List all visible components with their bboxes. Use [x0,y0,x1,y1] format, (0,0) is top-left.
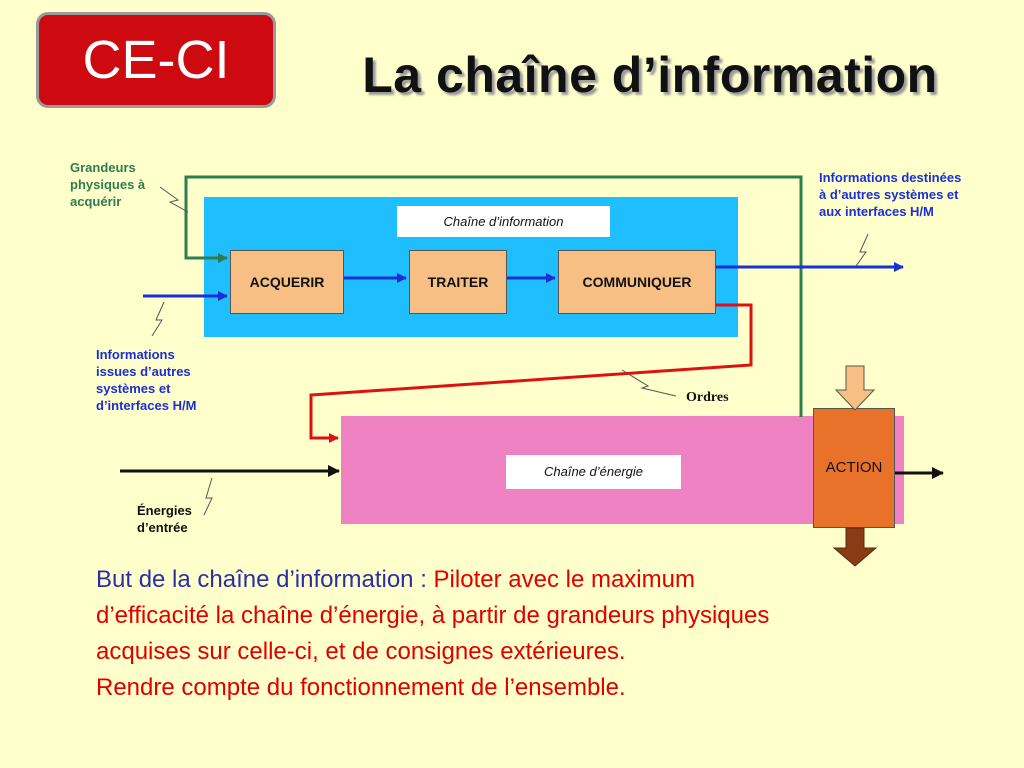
description-line-4: Rendre compte du fonctionnement de l’ens… [96,674,626,701]
energy-chain-caption: Chaîne d’énergie [506,455,681,489]
acquerir-block: ACQUERIR [230,250,344,314]
lightning-icon [159,186,189,213]
feedback-loop-line [184,175,803,417]
outgoing-info-label: Informations destinées à d’autres systèm… [819,170,962,219]
page-title: La chaîne d’information [362,47,938,103]
lightning-icon [621,369,677,397]
communiquer-block: COMMUNIQUER [558,250,716,314]
orders-line [309,303,753,443]
action-energy-output-arrow [832,527,878,567]
lightning-icon [855,233,869,267]
orders-label: Ordres [686,390,729,405]
section-badge: CE-CI [36,12,276,108]
action-input-arrow [834,365,876,411]
lightning-icon [203,477,213,516]
external-info-label: Informations issues d’autres systèmes et… [96,347,197,413]
physical-quantities-label: Grandeurs physiques à acquérir [70,160,146,209]
description-intro: But de la chaîne d’information : [96,566,434,593]
information-chain-caption: Chaîne d’information [397,206,610,237]
description-line-2: d’efficacité la chaîne d’énergie, à part… [96,602,770,629]
traiter-block: TRAITER [409,250,507,314]
description-text: But de la chaîne d’information : Piloter… [96,562,996,706]
description-line-3: acquises sur celle-ci, et de consignes e… [96,638,626,665]
lightning-icon [151,301,165,337]
input-energy-label: Énergies d’entrée [137,503,192,535]
description-line-1: Piloter avec le maximum [433,566,695,593]
